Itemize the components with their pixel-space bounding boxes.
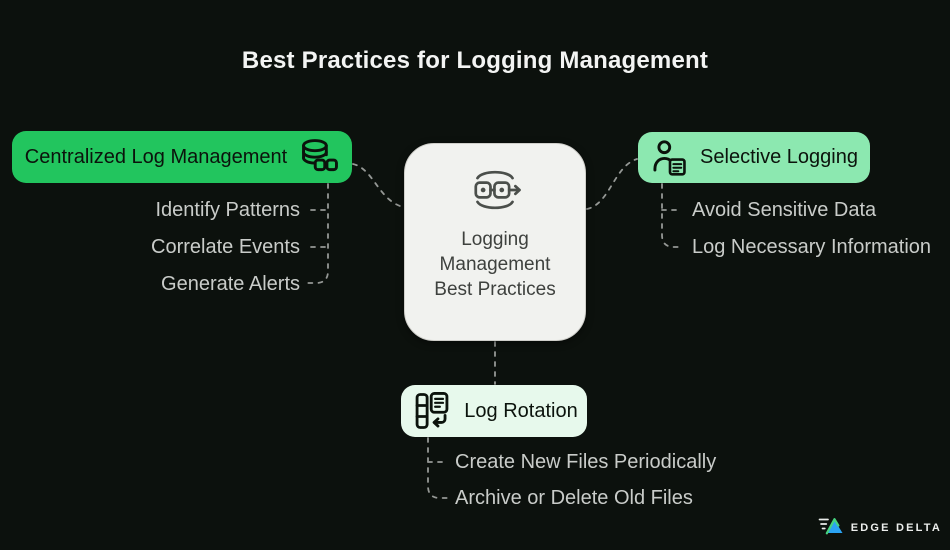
connector-center-to-selective bbox=[586, 158, 638, 210]
list-item: Archive or Delete Old Files bbox=[455, 487, 693, 509]
selective-sub-items: Avoid Sensitive Data Log Necessary Infor… bbox=[692, 192, 931, 266]
center-node: Logging Management Best Practices bbox=[404, 143, 586, 341]
list-item: Generate Alerts bbox=[161, 273, 300, 295]
connector-centralized-to-center bbox=[352, 163, 404, 208]
user-log-icon bbox=[650, 138, 690, 178]
list-item: Avoid Sensitive Data bbox=[692, 199, 877, 221]
branch-log-rotation: Log Rotation bbox=[401, 385, 587, 437]
list-item: Correlate Events bbox=[151, 236, 300, 258]
rotation-sub-items: Create New Files Periodically Archive or… bbox=[455, 444, 716, 516]
page-title: Best Practices for Logging Management bbox=[241, 47, 709, 74]
list-item: Identify Patterns bbox=[155, 199, 300, 221]
branch-label: Centralized Log Management bbox=[24, 145, 288, 168]
list-item: Log Necessary Information bbox=[692, 236, 932, 258]
connector-centralized-trunk bbox=[307, 183, 329, 284]
database-icon bbox=[297, 137, 339, 177]
branch-label: Log Rotation bbox=[464, 399, 578, 422]
edge-delta-logo: EDGE DELTA bbox=[818, 515, 942, 540]
branch-label: Selective Logging bbox=[700, 146, 858, 168]
stack-doc-rotate-icon bbox=[410, 389, 454, 433]
branch-selective-logging: Selective Logging bbox=[638, 132, 870, 183]
centralized-sub-items: Identify Patterns Correlate Events Gener… bbox=[151, 192, 300, 303]
edge-delta-logo-text: EDGE DELTA bbox=[850, 521, 942, 534]
list-item: Create New Files Periodically bbox=[455, 451, 717, 473]
center-node-label: Logging Management Best Practices bbox=[434, 229, 556, 300]
connector-rotation-trunk bbox=[427, 437, 448, 499]
branch-centralized-log-management: Centralized Log Management bbox=[12, 131, 352, 183]
connector-selective-trunk bbox=[661, 183, 682, 248]
pipeline-sync-icon bbox=[463, 164, 527, 221]
edge-delta-triangle-icon bbox=[818, 515, 844, 540]
